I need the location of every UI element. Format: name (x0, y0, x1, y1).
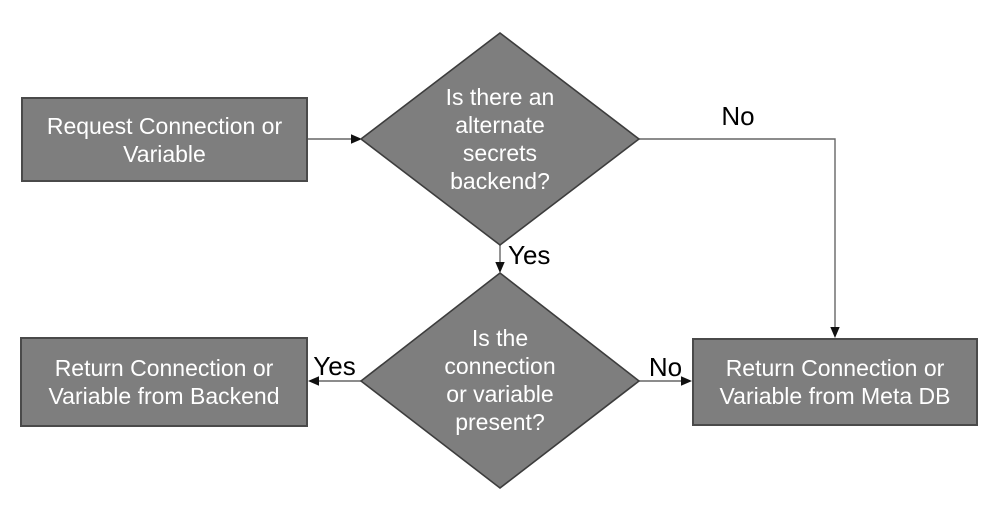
secrets-backend-decision-diamond (359, 31, 641, 247)
node-secrets-backend-decision: Is there an alternate secrets backend? (390, 83, 610, 195)
node-request-connection: Request Connection or Variable (21, 97, 308, 182)
edge-label-no-bottom: No (648, 352, 683, 382)
node-return-from-metadb: Return Connection or Variable from Meta … (692, 338, 978, 426)
node-return-from-backend-label: Return Connection or Variable from Backe… (48, 355, 280, 409)
edge-start-to-secrets-decision (308, 134, 362, 144)
arrowhead-right-icon (681, 376, 692, 386)
node-secrets-backend-decision-label: Is there an alternate secrets backend? (445, 84, 555, 194)
arrowhead-down-icon (830, 327, 840, 338)
node-request-connection-label: Request Connection or Variable (46, 112, 283, 167)
edge-label-yes-bottom: Yes (313, 351, 356, 381)
node-return-from-backend: Return Connection or Variable from Backe… (20, 337, 308, 427)
edge-label-yes-middle: Yes (508, 240, 551, 270)
present-decision-diamond (359, 271, 641, 490)
edge-present-yes-to-backend (308, 376, 361, 386)
arrowhead-left-icon (308, 376, 319, 386)
edge-secrets-yes-to-present-decision (495, 245, 505, 273)
arrowhead-right-icon (351, 134, 362, 144)
node-present-decision-label: Is the connection or variable present? (444, 325, 556, 435)
arrowhead-down-icon (495, 262, 505, 273)
edge-secrets-no-to-metadb (639, 138, 840, 338)
edge-label-no-top: No (721, 101, 755, 131)
node-present-decision: Is the connection or variable present? (390, 324, 610, 436)
node-return-from-metadb-label: Return Connection or Variable from Meta … (719, 355, 951, 409)
edge-present-no-to-metadb (639, 376, 692, 386)
